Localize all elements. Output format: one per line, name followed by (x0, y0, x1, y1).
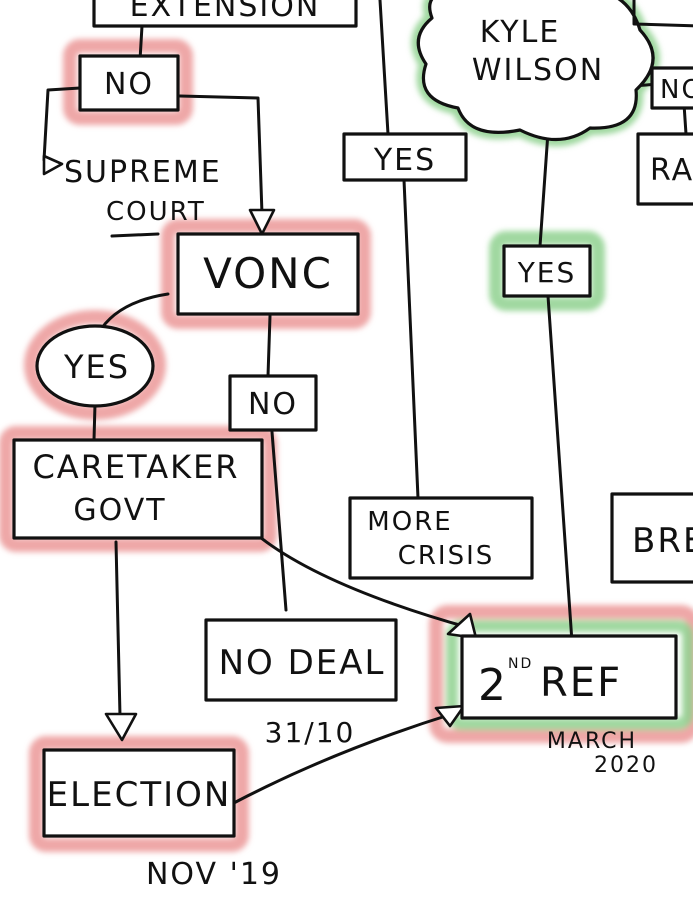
box-yes-mid (342, 132, 468, 182)
line-yes-kyle-to-2nd-ref (546, 294, 574, 644)
highlight-yes-kyle (489, 231, 605, 311)
label-2nd-ref-date-line2: 2020 (594, 753, 658, 778)
label-supreme-court-line2: COURT (106, 197, 206, 227)
box-vonc (176, 232, 360, 316)
connectors (42, 0, 688, 808)
line-caretaker-to-2nd-ref (254, 532, 472, 630)
box-2nd-ref (460, 634, 678, 720)
label-partial-right-low: BRE (632, 521, 693, 561)
label-no-top: NO (104, 67, 154, 102)
label-no-vonc: NO (248, 387, 298, 422)
node-no-top: NO (78, 54, 180, 112)
node-partial-right-mid: RA (636, 132, 693, 206)
box-partial-right-low (610, 492, 693, 584)
line-no-to-no-deal (270, 430, 288, 612)
node-partial-right-box-corner (632, 0, 693, 28)
label-caretaker-line1: CARETAKER (32, 448, 239, 486)
node-no-vonc: NO (228, 374, 318, 432)
line-caretaker-to-election (114, 540, 122, 718)
box-extension (92, 0, 358, 28)
label-no-deal: NO DEAL (219, 643, 386, 683)
node-partial-right-top: NO (650, 66, 693, 110)
underline-supreme-court (110, 232, 160, 238)
label-yes-mid: YES (373, 143, 436, 178)
label-yes-kyle: YES (517, 256, 577, 289)
node-election: ELECTION NOV '19 (42, 748, 282, 892)
label-no-deal-date: 31/10 (265, 716, 356, 749)
label-partial-right-mid: RA (650, 153, 693, 188)
line-kyle-to-yes (538, 130, 550, 248)
box-partial-right-corner (632, 0, 693, 28)
box-partial-right-top (650, 66, 693, 110)
label-2nd-ref-num: 2 (478, 660, 508, 711)
label-election-date: NOV '19 (146, 857, 282, 892)
label-extension: EXTENSION (130, 0, 321, 24)
node-yes-vonc: YES (35, 324, 155, 408)
line-election-to-2nd-ref (226, 712, 454, 808)
line-extension-to-no (138, 24, 144, 62)
label-kyle-wilson-line1: KYLE (480, 15, 561, 50)
box-no-vonc (228, 374, 318, 432)
node-supreme-court: SUPREME COURT (64, 155, 222, 227)
highlight-2nd-ref-red (429, 605, 693, 743)
node-yes-kyle: YES (502, 244, 592, 298)
label-2nd-ref-suffix: ND (508, 656, 533, 672)
highlight-caretaker (0, 426, 277, 552)
box-partial-right-mid (636, 132, 693, 206)
node-more-crisis: MORE CRISIS (348, 496, 534, 580)
node-yes-mid: YES (342, 132, 468, 182)
line-yes-mid-to-more-crisis (402, 178, 420, 500)
arrowhead-election (104, 712, 138, 742)
arrowhead-supreme-court (42, 154, 64, 176)
box-election (42, 748, 236, 838)
box-more-crisis (348, 496, 534, 580)
box-caretaker-govt (12, 438, 264, 540)
label-vonc: VONC (203, 249, 333, 298)
label-yes-vonc: YES (63, 348, 130, 386)
arrowhead-vonc (248, 208, 276, 236)
label-supreme-court-line1: SUPREME (64, 155, 222, 190)
node-2nd-ref: 2 ND REF MARCH 2020 (460, 634, 678, 778)
line-vonc-to-no (266, 314, 272, 378)
box-no-top (78, 54, 180, 112)
label-election: ELECTION (47, 775, 232, 815)
arrowhead-2nd-ref-bottom (434, 704, 466, 728)
node-vonc: VONC (176, 232, 360, 316)
line-no-to-vonc (178, 94, 264, 216)
ellipse-yes-vonc (35, 324, 155, 408)
label-kyle-wilson-line2: WILSON (472, 53, 604, 88)
box-no-deal (204, 618, 398, 702)
node-partial-right-low: BRE (610, 492, 693, 584)
label-2nd-ref-text: REF (540, 660, 622, 706)
line-top-to-yes-mid (378, 0, 390, 136)
node-caretaker-govt: CARETAKER GOVT (12, 438, 264, 540)
label-more-crisis-line2: CRISIS (398, 541, 495, 571)
box-yes-kyle (502, 244, 592, 298)
highlight-no-top (63, 39, 193, 125)
node-kyle-wilson: KYLE WILSON (416, 0, 655, 142)
label-partial-right-top: NO (660, 75, 693, 105)
node-extension: EXTENSION (92, 0, 358, 28)
label-caretaker-line2: GOVT (73, 493, 166, 528)
node-no-deal: NO DEAL 31/10 (204, 618, 398, 749)
highlight-election (29, 736, 249, 852)
cloud-kyle-wilson (416, 0, 655, 142)
label-more-crisis-line1: MORE (367, 507, 452, 537)
line-yes-to-caretaker (92, 402, 97, 442)
label-2nd-ref-date-line1: MARCH (547, 729, 637, 754)
